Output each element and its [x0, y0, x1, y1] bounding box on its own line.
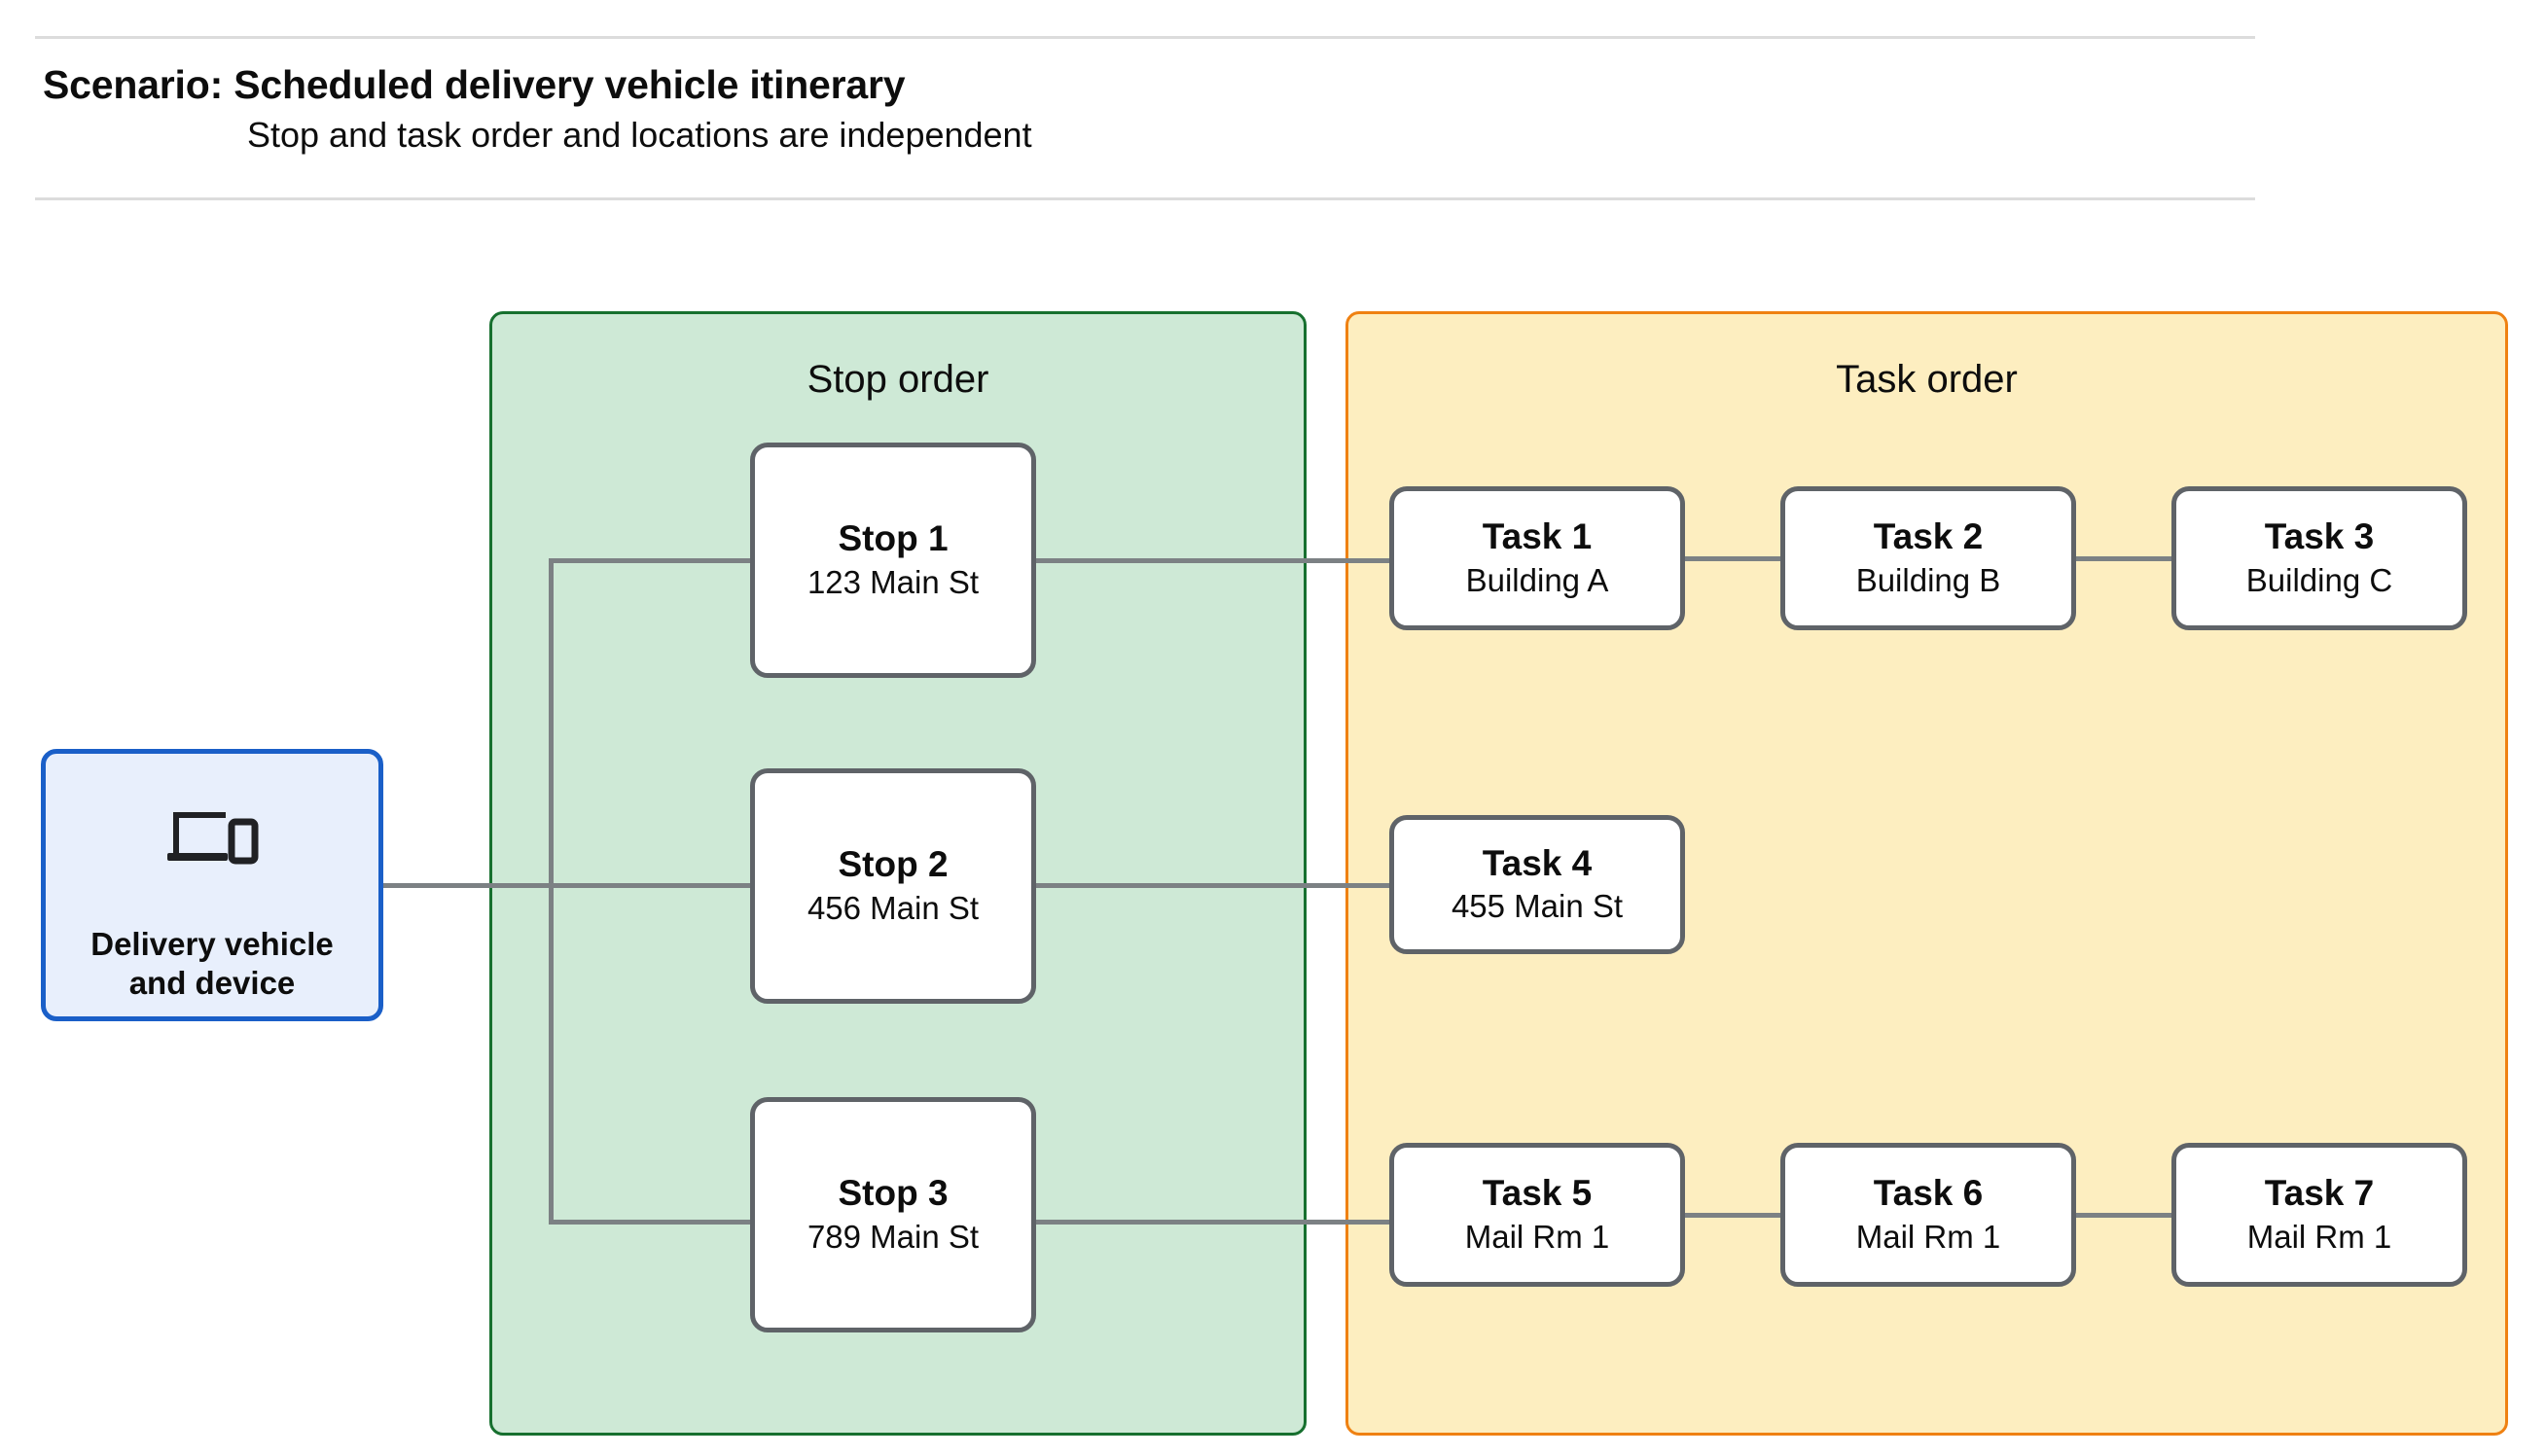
task-node-2-location: Building B [1855, 561, 2001, 598]
connector-trunk-to-stop-3 [549, 1220, 755, 1225]
task-node-5-location: Mail Rm 1 [1464, 1218, 1610, 1255]
page-subtitle: Stop and task order and locations are in… [247, 115, 1032, 155]
task-node-2[interactable]: Task 2 Building B [1780, 486, 2076, 630]
connector-task-2-to-task-3 [2072, 556, 2175, 561]
stop-node-3[interactable]: Stop 3 789 Main St [750, 1097, 1036, 1332]
laptop-and-phone-icon [165, 804, 259, 874]
stop-node-1[interactable]: Stop 1 123 Main St [750, 443, 1036, 678]
page-title: Scenario: Scheduled delivery vehicle iti… [43, 62, 906, 107]
task-node-5-title: Task 5 [1482, 1173, 1593, 1214]
task-node-6-title: Task 6 [1873, 1173, 1984, 1214]
stop-node-3-title: Stop 3 [838, 1173, 949, 1214]
task-node-7[interactable]: Task 7 Mail Rm 1 [2171, 1143, 2467, 1287]
task-node-1-title: Task 1 [1482, 516, 1593, 557]
task-node-3[interactable]: Task 3 Building C [2171, 486, 2467, 630]
task-node-3-location: Building C [2245, 561, 2393, 598]
task-node-2-title: Task 2 [1873, 516, 1984, 557]
panel-stop-order-title: Stop order [807, 358, 989, 401]
delivery-vehicle-label: Delivery vehicle and device [90, 926, 334, 1002]
task-node-4-title: Task 4 [1482, 842, 1593, 883]
task-node-4-location: 455 Main St [1451, 888, 1624, 925]
connector-task-5-to-task-6 [1681, 1213, 1784, 1218]
connector-stop-trunk [549, 558, 554, 1225]
stop-node-2[interactable]: Stop 2 456 Main St [750, 768, 1036, 1004]
connector-task-1-to-task-2 [1681, 556, 1784, 561]
delivery-vehicle-card[interactable]: Delivery vehicle and device [41, 749, 383, 1021]
stop-node-3-location: 789 Main St [807, 1218, 980, 1255]
connector-stop-3-to-task-5 [1031, 1220, 1393, 1225]
panel-task-order-title: Task order [1836, 358, 2018, 401]
stop-node-2-title: Stop 2 [838, 844, 949, 885]
task-node-1[interactable]: Task 1 Building A [1389, 486, 1685, 630]
task-node-6-location: Mail Rm 1 [1855, 1218, 2001, 1255]
header-divider-bottom [35, 197, 2255, 200]
task-node-6[interactable]: Task 6 Mail Rm 1 [1780, 1143, 2076, 1287]
stop-node-1-location: 123 Main St [807, 563, 980, 600]
task-node-1-location: Building A [1465, 561, 1609, 598]
task-node-7-title: Task 7 [2264, 1173, 2375, 1214]
stop-node-1-title: Stop 1 [838, 518, 949, 559]
task-node-7-location: Mail Rm 1 [2246, 1218, 2392, 1255]
connector-stop-2-to-task-4 [1031, 883, 1393, 888]
task-node-4[interactable]: Task 4 455 Main St [1389, 815, 1685, 954]
task-node-5[interactable]: Task 5 Mail Rm 1 [1389, 1143, 1685, 1287]
connector-trunk-to-stop-1 [549, 558, 755, 563]
stop-node-2-location: 456 Main St [807, 889, 980, 926]
connector-trunk-to-stop-2 [549, 883, 755, 888]
header-divider-top [35, 36, 2255, 39]
task-node-3-title: Task 3 [2264, 516, 2375, 557]
connector-task-6-to-task-7 [2072, 1213, 2175, 1218]
connector-stop-1-to-task-1 [1031, 558, 1393, 563]
